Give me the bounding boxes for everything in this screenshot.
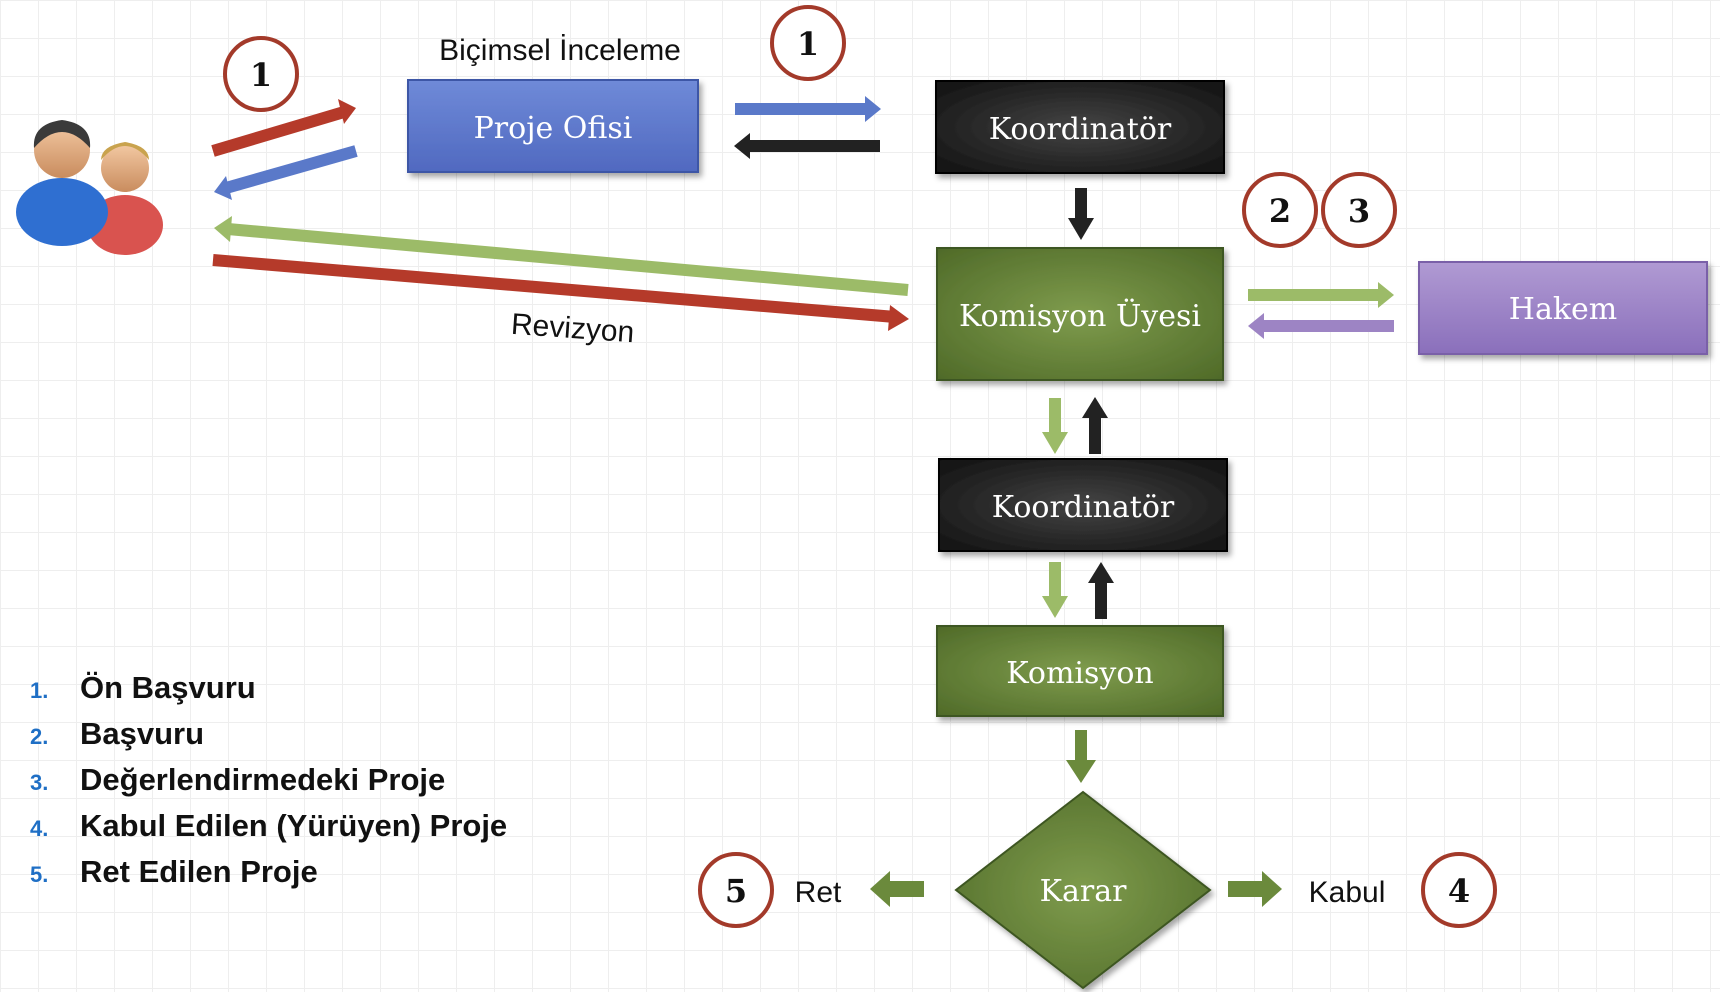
node-proje-ofisi: Proje Ofisi <box>407 79 699 173</box>
node-koordinator-mid-label: Koordinatör <box>992 490 1175 525</box>
arrow-proje-ofisi-to-applicant <box>214 145 358 200</box>
legend-item: 4. Kabul Edilen (Yürüyen) Proje <box>30 808 507 854</box>
legend-text: Başvuru <box>80 716 205 751</box>
node-hakem: Hakem <box>1418 261 1708 355</box>
legend-text: Kabul Edilen (Yürüyen) Proje <box>80 808 508 843</box>
node-karar: Karar <box>954 790 1212 990</box>
legend-number: 2. <box>30 724 49 749</box>
legend-text: Ret Edilen Proje <box>80 854 318 889</box>
legend-item: 1. Ön Başvuru <box>30 670 507 716</box>
node-karar-label: Karar <box>1040 874 1128 909</box>
badge-2: 2 <box>1242 172 1318 248</box>
arrow-koordinator-to-komisyon <box>1042 562 1068 618</box>
badge-3-label: 3 <box>1348 192 1370 230</box>
arrow-komisyon-to-karar <box>1066 730 1096 783</box>
users-icon <box>16 120 163 255</box>
legend-item: 5. Ret Edilen Proje <box>30 854 507 900</box>
badge-4: 4 <box>1421 852 1497 928</box>
legend-number: 4. <box>30 816 49 841</box>
badge-1-top: 1 <box>770 5 846 81</box>
badge-5-label: 5 <box>725 872 747 910</box>
label-ret: Ret <box>795 876 842 909</box>
node-komisyon: Komisyon <box>936 625 1224 717</box>
arrow-hakem-to-komisyon-uyesi <box>1248 313 1394 339</box>
arrow-komisyon-uyesi-to-hakem <box>1248 282 1394 308</box>
label-kabul: Kabul <box>1309 876 1386 909</box>
arrow-applicant-to-proje-ofisi <box>211 99 356 157</box>
legend-text: Değerlendirmedeki Proje <box>80 762 446 797</box>
node-koordinator-mid: Koordinatör <box>938 458 1228 552</box>
node-komisyon-label: Komisyon <box>1006 656 1153 691</box>
badge-3: 3 <box>1321 172 1397 248</box>
legend-item: 2. Başvuru <box>30 716 507 762</box>
arrow-komisyon-uyesi-to-applicant <box>214 216 909 296</box>
legend-text: Ön Başvuru <box>80 670 256 705</box>
label-bicimsel-inceleme: Biçimsel İnceleme <box>439 34 681 67</box>
node-proje-ofisi-label: Proje Ofisi <box>474 111 633 146</box>
badge-1-top-label: 1 <box>797 25 819 63</box>
arrow-komisyon-uyesi-to-koordinator <box>1042 398 1068 454</box>
label-revizyon: Revizyon <box>510 308 635 350</box>
legend-list: 1. Ön Başvuru 2. Başvuru 3. Değerlendirm… <box>30 670 507 900</box>
arrow-koordinator-to-komisyon-uyesi-up <box>1082 397 1108 454</box>
legend-number: 1. <box>30 678 49 703</box>
legend-number: 3. <box>30 770 49 795</box>
node-koordinator-top-label: Koordinatör <box>989 112 1172 147</box>
node-komisyon-uyesi-label: Komisyon Üyesi <box>959 298 1201 334</box>
legend-item: 3. Değerlendirmedeki Proje <box>30 762 507 808</box>
arrow-karar-to-ret <box>870 871 924 907</box>
arrow-komisyon-to-koordinator-up <box>1088 562 1114 619</box>
arrow-koordinator-to-proje-ofisi <box>734 133 880 159</box>
arrow-revizyon-to-komisyon-uyesi <box>212 254 909 331</box>
badge-2-label: 2 <box>1269 192 1291 230</box>
arrow-karar-to-kabul <box>1228 871 1282 907</box>
node-komisyon-uyesi: Komisyon Üyesi <box>936 247 1224 381</box>
arrow-koordinator-to-komisyon-uyesi <box>1068 188 1094 240</box>
legend-number: 5. <box>30 862 49 887</box>
badge-1-left-label: 1 <box>250 56 272 94</box>
badge-5: 5 <box>698 852 774 928</box>
badge-1-left: 1 <box>223 36 299 112</box>
node-hakem-label: Hakem <box>1509 292 1617 327</box>
badge-4-label: 4 <box>1448 872 1470 910</box>
node-koordinator-top: Koordinatör <box>935 80 1225 174</box>
arrow-proje-ofisi-to-koordinator <box>735 96 881 122</box>
